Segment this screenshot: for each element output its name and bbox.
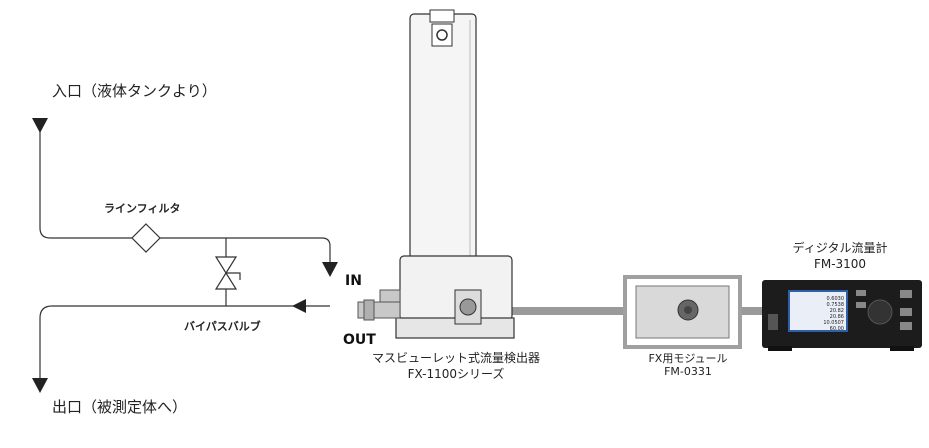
digital-flow-meter: 0.6030 0.7538 20.82 20.86 10.0507 60.00: [762, 280, 922, 351]
detector-top-cap: [429, 9, 455, 23]
module-frame: [623, 275, 742, 349]
meter-power-switch[interactable]: [768, 314, 778, 330]
valve-actuator: [226, 272, 241, 280]
fx-module: [623, 275, 742, 349]
meter-reading: 0.6030: [827, 296, 845, 302]
meter-screen-panel: [790, 292, 846, 330]
outlet-arrow-icon: [32, 378, 48, 393]
inlet-label: 入口（液体タンクより）: [52, 82, 217, 100]
inlet-pipe: [39, 118, 331, 262]
detector-connector-icon: [459, 298, 477, 316]
module-model-label: FM-0331: [664, 365, 712, 378]
line-filter-label: ラインフィルタ: [104, 202, 180, 215]
line-filter-diamond: [131, 223, 161, 253]
display-model-label: FM-3100: [814, 257, 866, 271]
sensor-name-label: マスビューレット式流量検出器: [372, 351, 540, 365]
meter-reading: 10.0507: [823, 320, 844, 326]
meter-foot: [768, 346, 792, 351]
meter-dpad-icon[interactable]: [867, 299, 893, 325]
meter-button[interactable]: [856, 302, 866, 308]
module-connector-pin: [684, 306, 692, 314]
meter-button[interactable]: [900, 322, 912, 330]
in-arrow-icon: [322, 262, 338, 277]
inlet-arrow-icon: [32, 118, 48, 133]
detector-port-icon: [436, 29, 448, 41]
outlet-label: 出口（被測定体へ）: [52, 398, 187, 416]
in-label: IN: [345, 273, 362, 289]
out-label: OUT: [343, 332, 376, 348]
module-display-cable: [740, 307, 764, 315]
meter-reading: 60.00: [830, 326, 844, 332]
display-name-label: ディジタル流量計: [793, 240, 888, 255]
return-pipe: [39, 305, 330, 378]
sensor-cable: [480, 307, 625, 315]
detector-top-port: [431, 23, 453, 47]
out-arrow-icon: [292, 299, 306, 313]
piping: [39, 118, 331, 378]
bypass-valve-label: バイパスバルブ: [184, 319, 261, 333]
meter-button[interactable]: [900, 290, 912, 298]
meter-reading: 0.7538: [827, 302, 845, 308]
meter-foot: [890, 346, 914, 351]
meter-button[interactable]: [900, 308, 912, 316]
sensor-model-label: FX-1100シリーズ: [408, 366, 505, 381]
detector-column: [409, 13, 477, 265]
meter-reading: 20.82: [830, 308, 844, 314]
meter-button[interactable]: [856, 290, 866, 296]
flow-detector: [357, 9, 515, 339]
meter-reading: 20.86: [830, 314, 844, 320]
fitting-nut: [363, 299, 375, 321]
module-name-label: FX用モジュール: [648, 352, 727, 365]
bypass-valve-icon: [214, 256, 238, 290]
